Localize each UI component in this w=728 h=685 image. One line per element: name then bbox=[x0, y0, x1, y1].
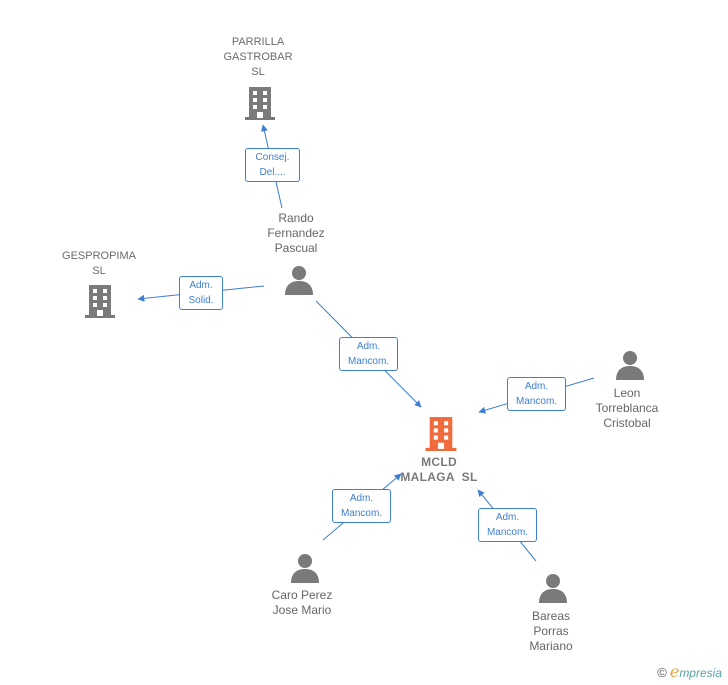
brand-watermark: ©empresia bbox=[657, 662, 722, 681]
edge-badge-leon-mcld[interactable]: Adm. Mancom. bbox=[507, 377, 566, 411]
company-label-gespropima[interactable]: GESPROPIMA SL bbox=[29, 249, 169, 279]
person-label-rando[interactable]: Rando Fernandez Pascual bbox=[226, 211, 366, 256]
main-company-building-icon[interactable] bbox=[425, 415, 457, 452]
label-line: Rando bbox=[278, 211, 314, 225]
label-line: PARRILLA bbox=[231, 36, 285, 48]
label-line: Cristobal bbox=[603, 416, 651, 430]
label-line: GESPROPIMA bbox=[62, 250, 136, 262]
person-label-bareas[interactable]: Bareas Porras Mariano bbox=[481, 609, 621, 654]
badge-line: Del.... bbox=[259, 167, 286, 178]
label-line: Torreblanca bbox=[595, 401, 659, 415]
building-icon[interactable] bbox=[245, 85, 275, 121]
person-label-caro[interactable]: Caro Perez Jose Mario bbox=[232, 588, 372, 618]
label-line: Caro Perez bbox=[271, 588, 333, 602]
building-icon[interactable] bbox=[85, 283, 115, 319]
person-icon[interactable] bbox=[284, 265, 314, 295]
person-icon[interactable] bbox=[290, 553, 320, 583]
brand-logo-text: mpresia bbox=[679, 666, 722, 680]
badge-line: Adm. bbox=[349, 493, 374, 504]
label-line: MALAGA SL bbox=[400, 470, 478, 484]
edge-badge-rando-mcld[interactable]: Adm. Mancom. bbox=[339, 337, 398, 371]
edge-badge-rando-gespropima[interactable]: Adm. Solid. bbox=[179, 276, 223, 310]
label-line: Pascual bbox=[274, 241, 318, 255]
person-label-leon[interactable]: Leon Torreblanca Cristobal bbox=[557, 386, 697, 431]
label-line: Mariano bbox=[529, 639, 573, 653]
label-line: Bareas bbox=[531, 609, 571, 623]
label-line: GASTROBAR bbox=[223, 51, 293, 63]
company-label-parrilla[interactable]: PARRILLA GASTROBAR SL bbox=[188, 35, 328, 80]
label-line: Porras bbox=[533, 624, 569, 638]
badge-line: Adm. bbox=[189, 280, 213, 291]
badge-line: Mancom. bbox=[347, 356, 390, 367]
edge-badge-rando-parrilla[interactable]: Consej. Del.... bbox=[245, 148, 300, 182]
label-line: Jose Mario bbox=[272, 603, 332, 617]
edge-badge-caro-mcld[interactable]: Adm. Mancom. bbox=[332, 489, 391, 523]
brand-logo-letter: e bbox=[669, 662, 680, 681]
badge-line: Mancom. bbox=[515, 396, 558, 407]
badge-line: Solid. bbox=[188, 295, 214, 306]
label-line: Fernandez bbox=[267, 226, 325, 240]
badge-line: Mancom. bbox=[486, 527, 529, 538]
label-line: MCLD bbox=[421, 455, 457, 469]
label-line: SL bbox=[92, 265, 106, 277]
badge-line: Adm. bbox=[356, 341, 381, 352]
badge-line: Mancom. bbox=[340, 508, 383, 519]
label-line: SL bbox=[251, 66, 265, 78]
person-icon[interactable] bbox=[538, 573, 568, 603]
main-company-label[interactable]: MCLD MALAGA SL bbox=[369, 455, 509, 485]
badge-line: Adm. bbox=[524, 381, 549, 392]
copyright-symbol: © bbox=[657, 665, 667, 680]
edge-badge-bareas-mcld[interactable]: Adm. Mancom. bbox=[478, 508, 537, 542]
label-line: Leon bbox=[613, 386, 641, 400]
badge-line: Consej. bbox=[255, 152, 290, 163]
badge-line: Adm. bbox=[495, 512, 520, 523]
person-icon[interactable] bbox=[615, 350, 645, 380]
